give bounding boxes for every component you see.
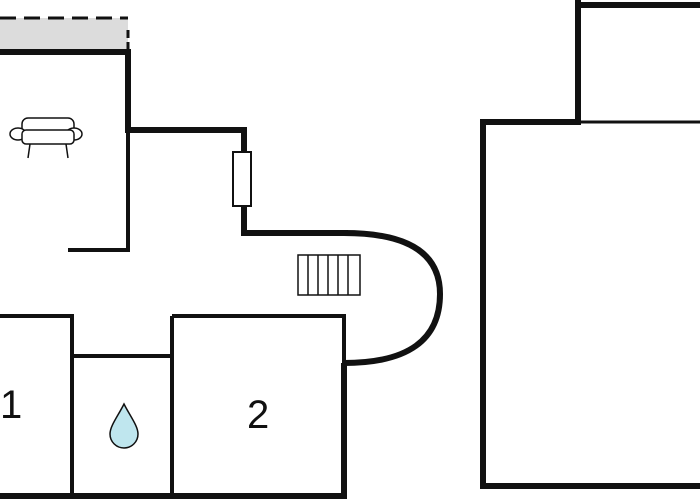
sofa-icon xyxy=(9,117,83,159)
door-icon xyxy=(232,151,252,207)
living-area-partition xyxy=(68,130,130,252)
bathroom-walls xyxy=(72,316,174,496)
stairs-icon xyxy=(297,254,361,296)
bedroom-2-walls xyxy=(172,314,346,363)
right-building-walls xyxy=(480,0,700,489)
terrace-area xyxy=(0,18,128,52)
room-label-2: 2 xyxy=(247,393,269,437)
bedroom-2-outer-wall xyxy=(0,363,347,499)
room-label-1: 1 xyxy=(0,383,22,427)
rounded-bay-wall xyxy=(343,230,444,366)
water-drop-icon xyxy=(109,402,139,449)
bedroom-1-walls xyxy=(0,314,74,496)
